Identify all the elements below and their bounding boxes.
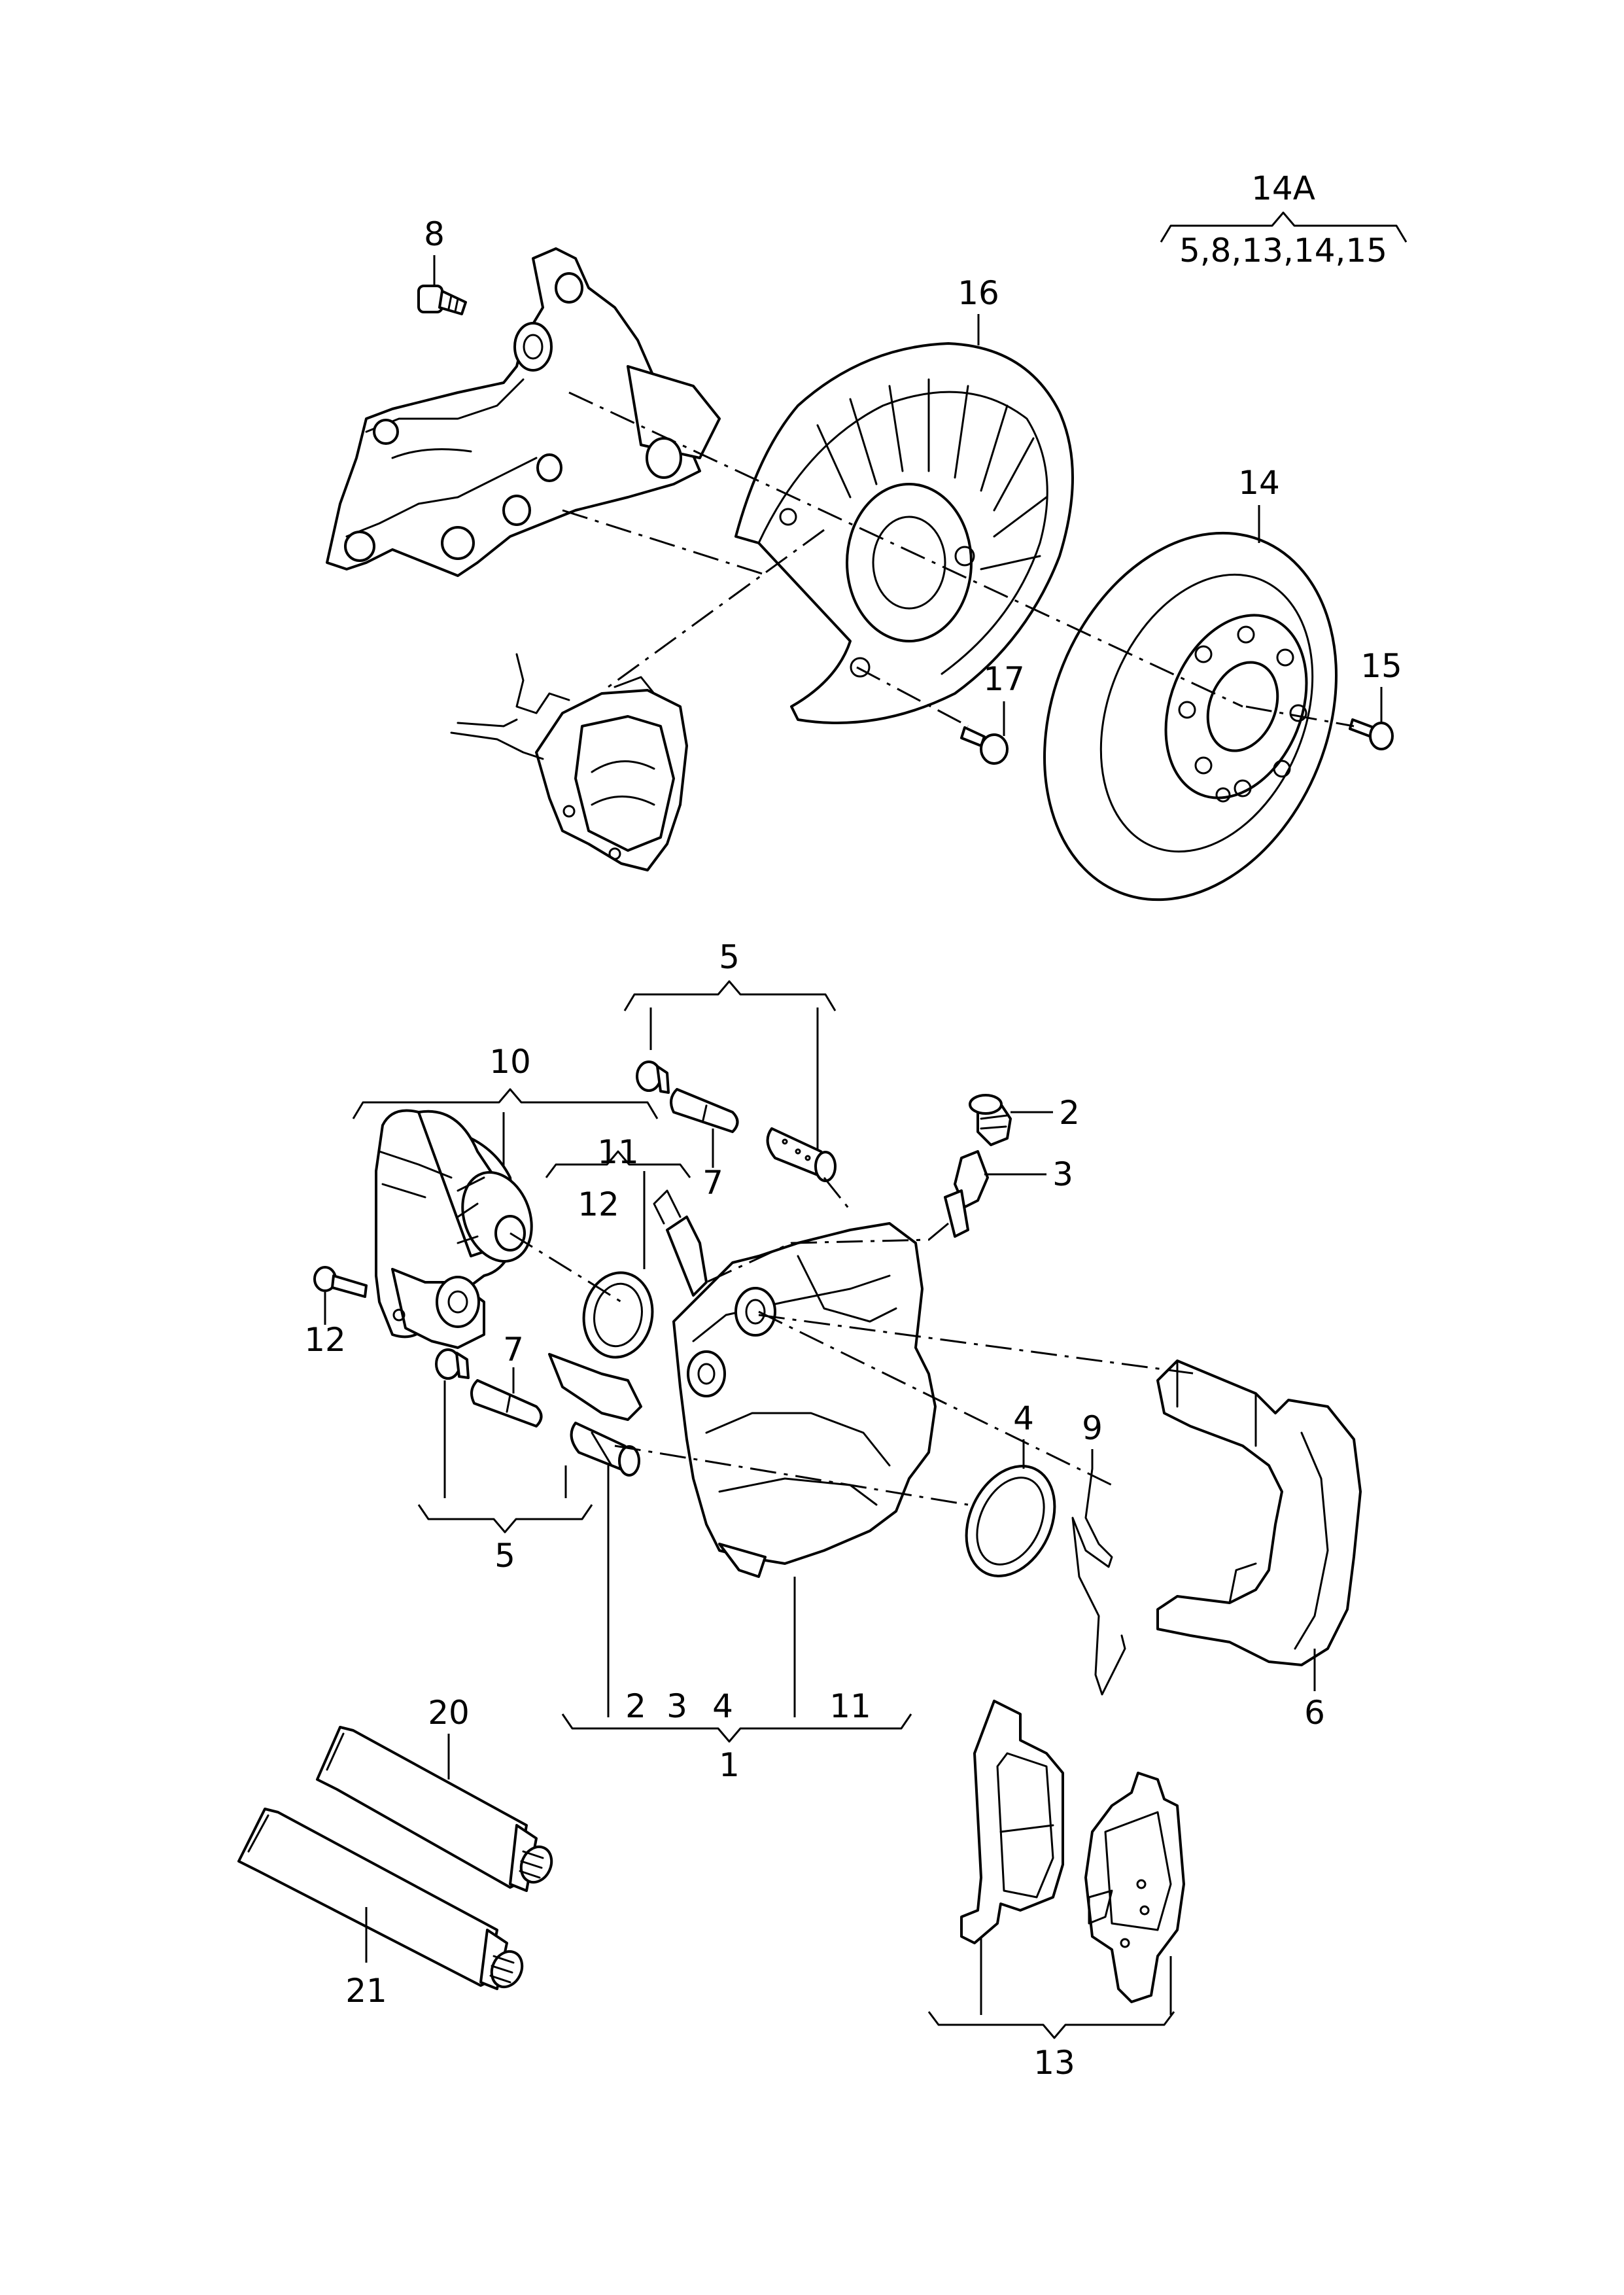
callout-7-top: 7 (702, 1164, 723, 1202)
brace-13 (927, 2011, 1175, 2039)
brace-5-top (623, 980, 837, 1011)
parking-brake-motor-10: 10 (352, 1043, 659, 1349)
callout-1-item4: 4 (712, 1687, 733, 1725)
centerlines-lower (510, 1177, 1198, 1506)
callout-16: 16 (958, 274, 999, 312)
callout-1-item2: 2 (625, 1687, 646, 1725)
kit-14A-group: 14A 5,8,13,14,15 (1160, 169, 1408, 270)
bushing-bottom (570, 1422, 640, 1477)
splash-shield-16: 16 (734, 274, 1074, 724)
grease-tube-21: 21 (237, 1808, 524, 2010)
caliper-carrier-6: 6 (1156, 1359, 1362, 1732)
caliper-housing (548, 1189, 937, 1578)
bolt-15: 15 (1349, 647, 1402, 750)
guide-bolt-bottom (435, 1348, 470, 1380)
centerlines-top (562, 391, 1355, 727)
guide-pin-7-top: 7 (670, 1088, 739, 1202)
callout-4: 4 (1013, 1399, 1034, 1437)
bleeder-screw-3: 3 (944, 1150, 1073, 1238)
callout-6: 6 (1304, 1694, 1325, 1732)
callout-17: 17 (983, 660, 1025, 698)
callout-8: 8 (424, 215, 445, 253)
callout-13: 13 (1033, 2044, 1075, 2082)
bolt-12: 12 (304, 1266, 368, 1359)
callout-7-bottom: 7 (503, 1331, 524, 1369)
callout-5-bottom: 5 (494, 1537, 515, 1575)
piston-seal-4: 4 (965, 1399, 1056, 1577)
callout-1-item3: 3 (666, 1687, 687, 1725)
caliper-assembly-top (450, 653, 688, 871)
brace-10 (352, 1088, 659, 1119)
callout-12-left: 12 (304, 1321, 346, 1359)
callout-20: 20 (428, 1694, 470, 1732)
bolt-17: 17 (960, 660, 1025, 765)
bushing-top (766, 1127, 837, 1182)
callout-1: 1 (719, 1746, 740, 1784)
callout-12-top: 12 (578, 1185, 619, 1223)
grease-tube-20: 20 (316, 1694, 553, 1892)
spring-9: 9 (1071, 1409, 1126, 1696)
callout-3: 3 (1052, 1155, 1073, 1193)
callout-9: 9 (1082, 1409, 1103, 1447)
callout-21: 21 (345, 1972, 387, 2010)
kit-5-bottom-group: 5 (417, 1380, 593, 1575)
callout-14A-items: 5,8,13,14,15 (1179, 232, 1387, 270)
callout-1-item11: 11 (829, 1687, 871, 1725)
brake-pad-set-13: 13 (927, 1700, 1185, 2082)
wheel-bearing-housing (326, 247, 721, 577)
sealing-ring-12: 11 12 (545, 1133, 691, 1359)
brace-12 (545, 1150, 691, 1178)
brace-5-bottom (417, 1504, 593, 1533)
bleeder-cap-2: 2 (969, 1094, 1080, 1146)
callout-14: 14 (1238, 464, 1280, 502)
callout-14A: 14A (1251, 169, 1315, 207)
brace-14A (1160, 211, 1408, 243)
kit-5-top-group: 5 (623, 938, 837, 1155)
callout-15: 15 (1360, 647, 1402, 685)
brace-1 (561, 1713, 912, 1743)
guide-pin-7-bottom: 7 (470, 1331, 543, 1428)
callout-2: 2 (1059, 1094, 1080, 1132)
bolt-8: 8 (417, 215, 467, 315)
guide-bolt-top (636, 1060, 670, 1094)
callout-10: 10 (489, 1043, 531, 1081)
callout-5-top: 5 (719, 938, 740, 976)
kit-1-group: 2 3 4 11 1 (561, 1465, 912, 1784)
